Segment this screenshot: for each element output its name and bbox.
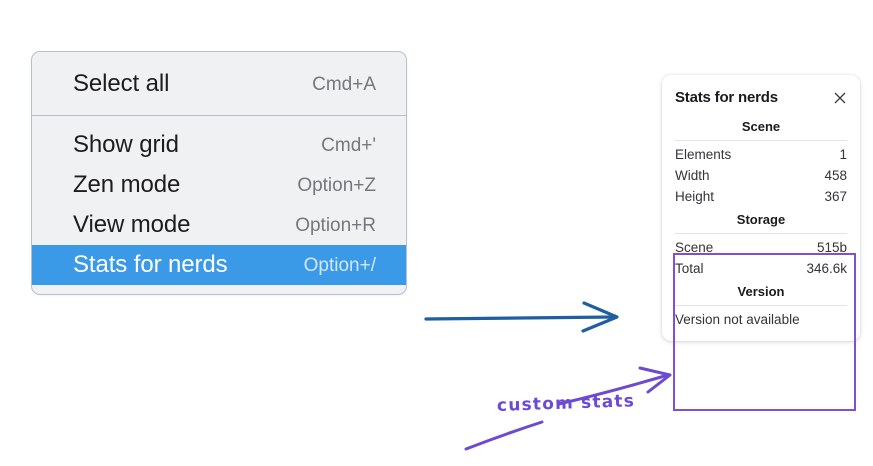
stat-key: Scene xyxy=(675,240,714,255)
menu-item-shortcut: Cmd+A xyxy=(312,73,376,95)
stat-row-storage-total: Total 346.6k xyxy=(675,258,847,279)
stat-key: Width xyxy=(675,168,710,183)
menu-item-zen-mode[interactable]: Zen mode Option+Z xyxy=(32,165,406,205)
stat-row-elements: Elements 1 xyxy=(675,144,847,165)
section-divider xyxy=(675,140,847,141)
stats-panel: Stats for nerds Scene Elements 1 Width 4… xyxy=(662,75,860,341)
section-divider xyxy=(675,305,847,306)
stats-panel-body: Scene Elements 1 Width 458 Height 367 St… xyxy=(662,114,860,341)
menu-item-select-all[interactable]: Select all Cmd+A xyxy=(32,64,406,104)
menu-item-label: Show grid xyxy=(73,131,179,158)
stat-value: 346.6k xyxy=(806,261,847,276)
context-menu: Select all Cmd+A Show grid Cmd+' Zen mod… xyxy=(31,51,407,295)
menu-item-view-mode[interactable]: View mode Option+R xyxy=(32,205,406,245)
menu-item-label: View mode xyxy=(73,211,191,238)
menu-item-show-grid[interactable]: Show grid Cmd+' xyxy=(32,125,406,165)
stat-row-height: Height 367 xyxy=(675,186,847,207)
purple-underline-stroke-icon xyxy=(464,420,544,451)
menu-item-shortcut: Option+Z xyxy=(297,174,376,196)
menu-item-label: Select all xyxy=(73,70,170,97)
section-title-storage: Storage xyxy=(736,212,786,227)
menu-group-view: Show grid Cmd+' Zen mode Option+Z View m… xyxy=(32,116,406,294)
stat-key: Height xyxy=(675,189,715,204)
menu-item-shortcut: Option+/ xyxy=(303,254,376,276)
section-title-scene: Scene xyxy=(741,119,781,134)
stat-value: 367 xyxy=(824,189,847,204)
stat-value: 1 xyxy=(839,147,847,162)
section-divider xyxy=(675,233,847,234)
stat-value: 458 xyxy=(824,168,847,183)
menu-separator xyxy=(32,115,406,116)
version-status-text: Version not available xyxy=(675,312,800,327)
section-title-version: Version xyxy=(737,284,785,299)
stat-value: 515b xyxy=(816,240,847,255)
stats-panel-title: Stats for nerds xyxy=(675,89,778,106)
stat-row-width: Width 458 xyxy=(675,165,847,186)
stats-panel-header: Stats for nerds xyxy=(662,75,860,114)
stat-key: Total xyxy=(675,261,704,276)
menu-item-shortcut: Cmd+' xyxy=(321,134,376,156)
menu-item-shortcut: Option+R xyxy=(295,214,376,236)
blue-arrow-icon xyxy=(424,301,619,333)
stat-key: Elements xyxy=(675,147,732,162)
menu-item-label: Zen mode xyxy=(73,171,181,198)
menu-item-label: Stats for nerds xyxy=(73,251,228,278)
purple-arrow-up-icon xyxy=(557,366,672,406)
menu-group-selection: Select all Cmd+A xyxy=(32,52,406,115)
stat-row-storage-scene: Scene 515b xyxy=(675,237,847,258)
menu-item-stats-for-nerds[interactable]: Stats for nerds Option+/ xyxy=(32,245,406,285)
annotation-custom-stats-label: custom stats xyxy=(496,391,636,416)
close-icon[interactable] xyxy=(832,90,848,106)
